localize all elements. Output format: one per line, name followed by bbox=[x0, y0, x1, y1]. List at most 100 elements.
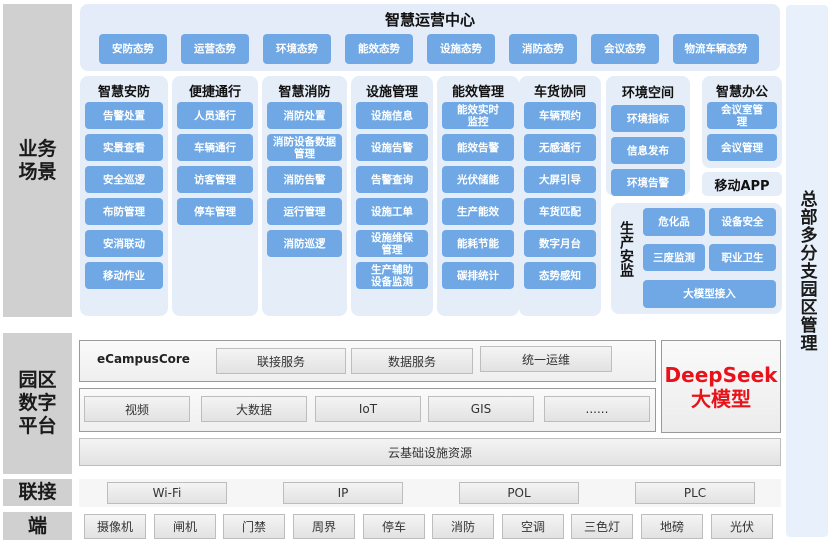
scenario-item[interactable]: 会议管理 bbox=[707, 134, 777, 161]
scenario-item[interactable]: 消防巡逻 bbox=[267, 230, 342, 257]
scenario-item[interactable]: 移动作业 bbox=[85, 262, 163, 289]
cloud-infrastructure-bar[interactable]: 云基础设施资源 bbox=[79, 438, 781, 466]
layer-label-terminal: 端 bbox=[3, 512, 72, 540]
scenario-item[interactable]: 安全巡逻 bbox=[85, 166, 163, 193]
connect-item[interactable]: POL bbox=[459, 482, 579, 504]
production-safety-item[interactable]: 三废监测 bbox=[643, 244, 705, 271]
scenario-item[interactable]: 消防设备数据管理 bbox=[267, 134, 342, 161]
scenario-title: 环境空间 bbox=[621, 86, 674, 101]
terminal-item[interactable]: 空调 bbox=[502, 514, 564, 539]
ecampuscore-label: eCampusCore bbox=[97, 352, 190, 366]
ops-item[interactable]: 会议态势 bbox=[591, 34, 659, 64]
scenario-energy-management: 能效管理 能效实时监控 能效告警 光伏储能 生产能效 能耗节能 碳排统计 bbox=[437, 76, 519, 316]
platform-capability[interactable]: 大数据 bbox=[201, 396, 307, 422]
production-safety-item[interactable]: 设备安全 bbox=[709, 208, 776, 236]
scenario-item[interactable]: 人员通行 bbox=[177, 102, 253, 129]
scenario-item[interactable]: 告警查询 bbox=[356, 166, 428, 193]
scenario-item[interactable]: 设施维保管理 bbox=[356, 230, 428, 257]
platform-service[interactable]: 统一运维 bbox=[480, 346, 612, 372]
operations-center-items: 安防态势 运营态势 环境态势 能效态势 设施态势 消防态势 会议态势 物流车辆态… bbox=[99, 34, 759, 64]
terminal-item[interactable]: 周界 bbox=[293, 514, 355, 539]
scenario-item[interactable]: 大屏引导 bbox=[524, 166, 596, 193]
scenario-item[interactable]: 运行管理 bbox=[267, 198, 342, 225]
connect-item[interactable]: IP bbox=[283, 482, 403, 504]
ops-item[interactable]: 能效态势 bbox=[345, 34, 413, 64]
scenario-title: 车货协同 bbox=[533, 85, 586, 100]
platform-service[interactable]: 联接服务 bbox=[216, 348, 346, 374]
scenario-item[interactable]: 设施工单 bbox=[356, 198, 428, 225]
ops-item[interactable]: 设施态势 bbox=[427, 34, 495, 64]
scenario-title: 便捷通行 bbox=[188, 85, 241, 100]
scenario-item[interactable]: 实景查看 bbox=[85, 134, 163, 161]
terminal-item[interactable]: 消防 bbox=[432, 514, 494, 539]
scenario-item[interactable]: 消防处置 bbox=[267, 102, 342, 129]
ops-item[interactable]: 物流车辆态势 bbox=[673, 34, 759, 64]
operations-center-title: 智慧运营中心 bbox=[384, 11, 475, 29]
scenario-title: 能效管理 bbox=[451, 85, 504, 100]
terminal-item[interactable]: 三色灯 bbox=[571, 514, 633, 539]
scenario-item[interactable]: 安消联动 bbox=[85, 230, 163, 257]
production-safety-item[interactable]: 大模型接入 bbox=[643, 280, 776, 308]
ops-item[interactable]: 安防态势 bbox=[99, 34, 167, 64]
scenario-item[interactable]: 态势感知 bbox=[524, 262, 596, 289]
scenario-item[interactable]: 车辆预约 bbox=[524, 102, 596, 129]
platform-service[interactable]: 数据服务 bbox=[351, 348, 473, 374]
scenario-title: 智慧办公 bbox=[715, 85, 768, 100]
platform-capability[interactable]: 视频 bbox=[84, 396, 190, 422]
operations-center-panel: 智慧运营中心 安防态势 运营态势 环境态势 能效态势 设施态势 消防态势 会议态… bbox=[80, 4, 780, 71]
scenario-title: 智慧安防 bbox=[97, 85, 150, 100]
terminal-item[interactable]: 闸机 bbox=[154, 514, 216, 539]
scenario-item[interactable]: 设施信息 bbox=[356, 102, 428, 129]
layer-label-platform-text: 园区数字平台 bbox=[18, 369, 57, 437]
scenario-item[interactable]: 生产辅助设备监测 bbox=[356, 262, 428, 289]
scenario-environment-space: 环境空间 环境指标 信息发布 环境告警 bbox=[606, 76, 690, 196]
scenario-smart-security: 智慧安防 告警处置 实景查看 安全巡逻 布防管理 安消联动 移动作业 bbox=[80, 76, 168, 316]
connect-item[interactable]: Wi-Fi bbox=[107, 482, 227, 504]
scenario-smart-office: 智慧办公 会议室管理 会议管理 bbox=[702, 76, 782, 168]
scenario-item[interactable]: 数字月台 bbox=[524, 230, 596, 257]
scenario-item[interactable]: 会议室管理 bbox=[707, 102, 777, 129]
scenario-item[interactable]: 访客管理 bbox=[177, 166, 253, 193]
production-safety-item[interactable]: 危化品 bbox=[643, 208, 705, 236]
scenario-item[interactable]: 环境指标 bbox=[611, 105, 685, 132]
scenario-item[interactable]: 能耗节能 bbox=[442, 230, 514, 257]
scenario-item[interactable]: 能效实时监控 bbox=[442, 102, 514, 129]
scenario-facility-management: 设施管理 设施信息 设施告警 告警查询 设施工单 设施维保管理 生产辅助设备监测 bbox=[351, 76, 433, 316]
terminal-item[interactable]: 光伏 bbox=[711, 514, 773, 539]
platform-capability[interactable]: ...... bbox=[544, 396, 650, 422]
terminal-item[interactable]: 摄像机 bbox=[84, 514, 146, 539]
production-safety-item[interactable]: 职业卫生 bbox=[709, 244, 776, 271]
scenario-item[interactable]: 生产能效 bbox=[442, 198, 514, 225]
deepseek-model-tile[interactable]: DeepSeek 大模型 bbox=[661, 340, 781, 433]
scenario-title: 设施管理 bbox=[365, 85, 418, 100]
platform-capability[interactable]: GIS bbox=[428, 396, 534, 422]
scenario-item[interactable]: 碳排统计 bbox=[442, 262, 514, 289]
scenario-item[interactable]: 车辆通行 bbox=[177, 134, 253, 161]
scenario-smart-fire: 智慧消防 消防处置 消防设备数据管理 消防告警 运行管理 消防巡逻 bbox=[262, 76, 347, 316]
layer-label-business-text: 业务场景 bbox=[18, 137, 57, 183]
terminal-item[interactable]: 门禁 bbox=[223, 514, 285, 539]
scenario-item[interactable]: 设施告警 bbox=[356, 134, 428, 161]
mobile-app-tile[interactable]: 移动APP bbox=[702, 172, 782, 196]
layer-label-connect: 联接 bbox=[3, 479, 72, 506]
scenario-item[interactable]: 车货匹配 bbox=[524, 198, 596, 225]
scenario-item[interactable]: 消防告警 bbox=[267, 166, 342, 193]
ops-item[interactable]: 环境态势 bbox=[263, 34, 331, 64]
scenario-item[interactable]: 布防管理 bbox=[85, 198, 163, 225]
production-safety-title: 生产安监 bbox=[618, 221, 634, 277]
platform-capability[interactable]: IoT bbox=[315, 396, 421, 422]
ops-item[interactable]: 运营态势 bbox=[181, 34, 249, 64]
scenario-item[interactable]: 环境告警 bbox=[611, 169, 685, 196]
scenario-item[interactable]: 告警处置 bbox=[85, 102, 163, 129]
connect-item[interactable]: PLC bbox=[635, 482, 755, 504]
scenario-item[interactable]: 能效告警 bbox=[442, 134, 514, 161]
ops-item[interactable]: 消防态势 bbox=[509, 34, 577, 64]
multi-campus-management-label: 总部多分支园区管理 bbox=[796, 190, 817, 352]
scenario-item[interactable]: 停车管理 bbox=[177, 198, 253, 225]
terminal-item[interactable]: 地磅 bbox=[641, 514, 703, 539]
scenario-item[interactable]: 无感通行 bbox=[524, 134, 596, 161]
scenario-item[interactable]: 信息发布 bbox=[611, 137, 685, 164]
terminal-item[interactable]: 停车 bbox=[363, 514, 425, 539]
scenario-item[interactable]: 光伏储能 bbox=[442, 166, 514, 193]
scenario-convenient-access: 便捷通行 人员通行 车辆通行 访客管理 停车管理 bbox=[172, 76, 258, 316]
